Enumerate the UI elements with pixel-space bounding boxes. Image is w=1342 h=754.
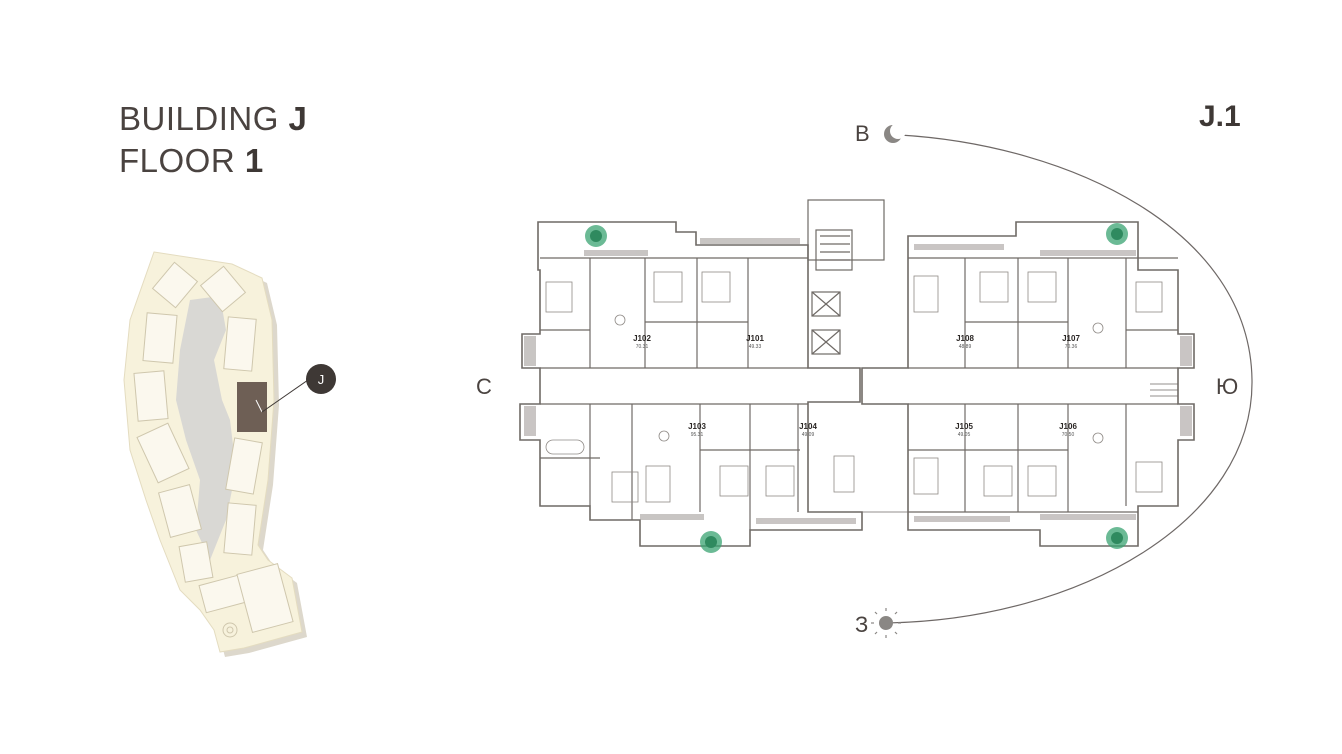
- apartment-label[interactable]: J103 95.31: [677, 422, 717, 440]
- apartment-area: 49.09: [801, 432, 815, 438]
- apartment-label[interactable]: J102 70.31: [622, 334, 662, 352]
- apartment-area: 70.50: [1061, 432, 1075, 438]
- apartment-id: J107: [1062, 334, 1080, 343]
- apartment-area: 70.36: [1064, 344, 1078, 350]
- building-title: BUILDING J: [119, 98, 307, 140]
- plant-icon: [585, 225, 607, 247]
- moon-icon: [884, 123, 906, 143]
- apartment-label[interactable]: J106 70.50: [1048, 422, 1088, 440]
- apartment-id: J108: [956, 334, 974, 343]
- building-badge[interactable]: J: [306, 364, 336, 394]
- apartment-id: J104: [799, 422, 817, 431]
- floor-plan: [519, 199, 1195, 547]
- apartment-area: 70.31: [635, 344, 649, 350]
- apartment-label[interactable]: J108 48.89: [945, 334, 985, 352]
- apartment-area: 48.89: [958, 344, 972, 350]
- plant-icons: [585, 223, 1128, 553]
- sun-icon: [871, 608, 901, 638]
- plant-icon: [1106, 223, 1128, 245]
- furniture: [545, 271, 1163, 503]
- plant-icon: [1106, 527, 1128, 549]
- sun-path: [871, 123, 1253, 638]
- apartment-area: 49.33: [748, 344, 762, 350]
- apartment-label[interactable]: J105 49.05: [944, 422, 984, 440]
- building-code: J: [288, 100, 308, 137]
- balconies: [524, 238, 1192, 524]
- apartment-area: 49.05: [957, 432, 971, 438]
- floor-label: FLOOR: [119, 142, 236, 179]
- site-minimap[interactable]: [123, 251, 309, 657]
- title-block: BUILDING J FLOOR 1: [119, 98, 307, 182]
- plant-icon: [700, 531, 722, 553]
- floor-title: FLOOR 1: [119, 140, 307, 182]
- section-code: J.1: [1199, 100, 1241, 133]
- apartment-id: J105: [955, 422, 973, 431]
- compass-south: Ю: [1216, 374, 1239, 399]
- apartment-area: 95.31: [690, 432, 704, 438]
- apartment-label[interactable]: J107 70.36: [1051, 334, 1091, 352]
- building-label: BUILDING: [119, 100, 279, 137]
- apartment-id: J102: [633, 334, 651, 343]
- floor-number: 1: [244, 142, 264, 179]
- compass-north: С: [476, 374, 492, 399]
- apartment-label[interactable]: J101 49.33: [735, 334, 775, 352]
- apartment-label[interactable]: J104 49.09: [788, 422, 828, 440]
- apartment-id: J103: [688, 422, 706, 431]
- building-j-marker[interactable]: [237, 382, 267, 432]
- compass-west: З: [855, 612, 869, 637]
- compass-east: В: [855, 121, 870, 146]
- apartment-id: J106: [1059, 422, 1077, 431]
- apartment-id: J101: [746, 334, 764, 343]
